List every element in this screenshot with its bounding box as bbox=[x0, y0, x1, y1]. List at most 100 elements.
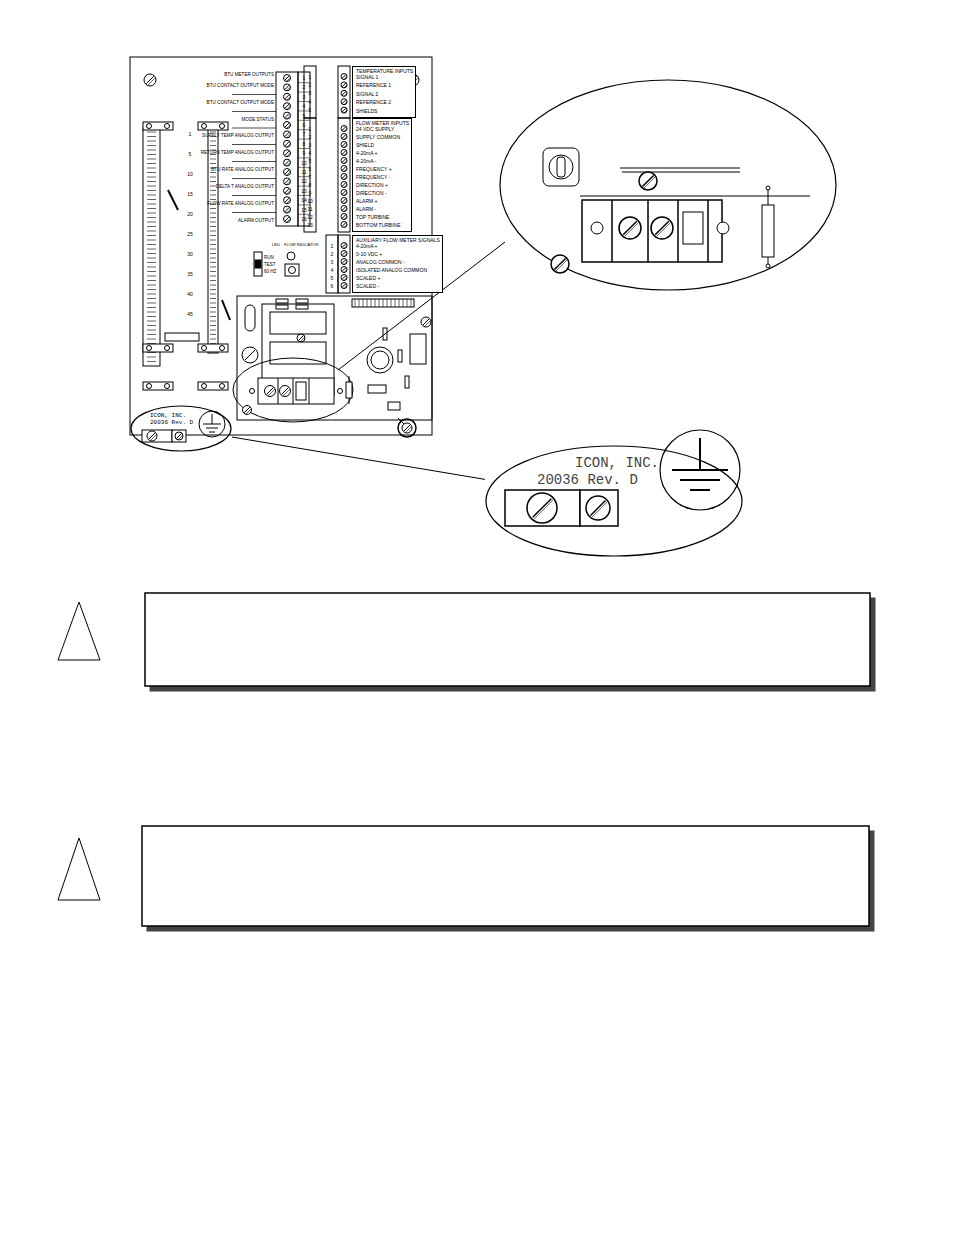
header-pin bbox=[147, 132, 156, 133]
terminal-label: ANALOG COMMON - bbox=[356, 260, 405, 265]
connector bbox=[388, 402, 400, 410]
screw-head bbox=[341, 142, 347, 148]
connector bbox=[395, 299, 396, 307]
ground-terminal bbox=[172, 430, 186, 442]
screw-head bbox=[341, 126, 347, 132]
resistor bbox=[346, 382, 352, 398]
screw-head bbox=[286, 115, 290, 119]
screw-head bbox=[284, 169, 291, 176]
screw-head bbox=[344, 136, 348, 140]
header-pin bbox=[210, 285, 216, 286]
board-line bbox=[620, 168, 740, 169]
push-button bbox=[285, 264, 299, 276]
component-circle bbox=[165, 346, 170, 351]
screw-head bbox=[280, 386, 291, 397]
screw-head bbox=[341, 82, 347, 88]
output-label: BTU METER OUTPUTS bbox=[224, 73, 274, 78]
connector bbox=[359, 299, 360, 307]
header-pin bbox=[210, 208, 216, 209]
header-pin-number: 20 bbox=[187, 212, 193, 217]
switch-label: TEST bbox=[264, 263, 276, 268]
screw-head bbox=[344, 93, 348, 97]
screw-head bbox=[284, 150, 291, 157]
screw-head bbox=[404, 425, 410, 431]
push-button bbox=[289, 267, 296, 274]
power-section bbox=[237, 296, 432, 420]
header-pin bbox=[147, 222, 156, 223]
header-pin bbox=[210, 163, 216, 164]
box-heading: ICON, INC. bbox=[150, 413, 186, 419]
screw-head bbox=[284, 103, 291, 110]
power-terminal bbox=[611, 200, 613, 262]
ground-terminal bbox=[142, 430, 172, 442]
header-pin bbox=[147, 262, 156, 263]
screw-head bbox=[344, 269, 348, 273]
pin-number: 9 bbox=[309, 190, 312, 195]
terminal-label-box: FLOW METER INPUTS24 VDC SUPPLYSUPPLY COM… bbox=[352, 118, 412, 232]
pin-number: 6 bbox=[331, 283, 334, 288]
screw-head bbox=[286, 218, 290, 222]
ground-symbol bbox=[203, 424, 221, 425]
ground-symbol bbox=[680, 479, 720, 481]
screw-head bbox=[344, 152, 348, 156]
header-pin bbox=[147, 235, 156, 236]
header-pin bbox=[147, 181, 156, 182]
header-pin-number: 5 bbox=[189, 152, 192, 157]
header-pin bbox=[210, 276, 216, 277]
terminal-label: SCALED - bbox=[356, 284, 379, 289]
screw-head bbox=[341, 182, 347, 188]
screw-head bbox=[284, 169, 291, 176]
header-pin bbox=[147, 172, 156, 173]
screw-head bbox=[341, 251, 347, 257]
connector bbox=[363, 299, 364, 307]
header-pin bbox=[210, 307, 216, 308]
header-pin bbox=[210, 334, 216, 335]
board-line bbox=[580, 196, 810, 197]
terminal-label: DIRECTION - bbox=[356, 191, 387, 196]
connector bbox=[367, 299, 368, 307]
screw-head bbox=[341, 174, 347, 180]
screw-head bbox=[284, 103, 291, 110]
resistor bbox=[276, 305, 288, 309]
header-strip bbox=[208, 128, 218, 353]
header-pin bbox=[147, 330, 156, 331]
group-divider bbox=[232, 178, 276, 179]
header-pin bbox=[210, 249, 216, 250]
screw-head bbox=[341, 190, 347, 196]
header-pin bbox=[147, 271, 156, 272]
resistor bbox=[405, 376, 409, 388]
header-pin bbox=[147, 186, 156, 187]
screw-head bbox=[286, 200, 290, 204]
header-pin bbox=[147, 307, 156, 308]
header-pin bbox=[210, 145, 216, 146]
pin-number: 15 bbox=[301, 207, 307, 212]
terminal-label: 0-10 VDC + bbox=[356, 252, 382, 257]
group-divider bbox=[232, 161, 276, 162]
screw-head bbox=[344, 285, 348, 289]
screw-head bbox=[344, 144, 348, 148]
screw-head bbox=[554, 258, 565, 269]
terminal-block bbox=[338, 235, 350, 293]
pin-number: 9 bbox=[303, 151, 306, 156]
terminal-block bbox=[338, 118, 350, 232]
screw-head bbox=[283, 389, 290, 396]
terminal-label-box: AUXILIARY FLOW METER SIGNALS4-20mA +0-10… bbox=[352, 235, 443, 293]
header-pin bbox=[147, 204, 156, 205]
latch bbox=[198, 344, 228, 352]
header-pin bbox=[147, 249, 156, 250]
screw-head bbox=[286, 181, 290, 185]
terminal-label: REFERENCE 1 bbox=[356, 83, 391, 88]
indicator-label: FLOW INDICATOR bbox=[284, 243, 318, 247]
header-pin bbox=[210, 321, 216, 322]
terminal-label: ALARM - bbox=[356, 207, 376, 212]
screw-head bbox=[284, 75, 291, 82]
group-divider bbox=[232, 195, 276, 196]
pin-number: 13 bbox=[301, 188, 307, 193]
header-pin bbox=[147, 177, 156, 178]
screw-head bbox=[286, 171, 290, 175]
screw-head bbox=[344, 128, 348, 132]
callout-ellipse bbox=[233, 358, 353, 422]
header-pin bbox=[210, 235, 216, 236]
terminal-label: 4-20mA + bbox=[356, 151, 378, 156]
component-circle bbox=[766, 186, 770, 190]
